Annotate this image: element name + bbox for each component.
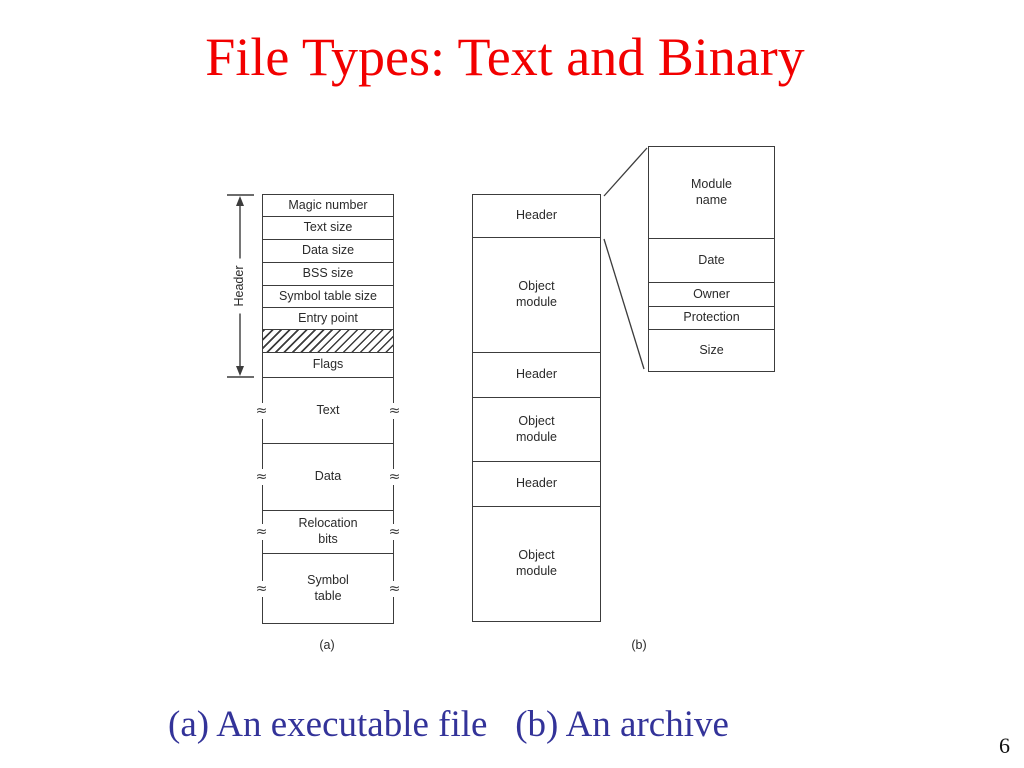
header-detail-box: Module name Date Owner Protection Size — [648, 146, 775, 372]
expansion-line-top — [603, 147, 648, 197]
figure-label-a: (a) — [319, 638, 335, 652]
section-label: Relocation bits — [298, 516, 358, 546]
detail-label: Date — [698, 252, 725, 267]
archive-label: Header — [516, 476, 557, 491]
field-label: Data size — [301, 243, 355, 258]
field-row-bss-size: BSS size — [263, 263, 393, 286]
detail-label: Owner — [693, 286, 730, 301]
detail-row-module-name: Module name — [649, 147, 774, 239]
break-mark-icon: ≈ — [254, 402, 269, 419]
detail-label: Protection — [683, 310, 740, 325]
field-row-text-size: Text size — [263, 217, 393, 240]
archive-label: Header — [516, 208, 557, 223]
break-mark-icon: ≈ — [387, 469, 402, 485]
field-label: Flags — [312, 357, 344, 372]
archive-label: Object module — [516, 548, 557, 578]
header-bracket-label: Header — [232, 258, 246, 314]
slide-title: File Types: Text and Binary — [205, 27, 805, 87]
archive-row-object-module: Object module — [473, 507, 600, 621]
field-row-magic-number: Magic number — [263, 195, 393, 217]
field-label: Magic number — [288, 197, 368, 212]
section-row-relocation-bits: ≈ Relocation bits ≈ — [254, 511, 402, 554]
archive-row-header: Header — [473, 462, 600, 507]
detail-row-owner: Owner — [649, 283, 774, 307]
page-number: 6 — [999, 733, 1010, 758]
archive-label: Object module — [516, 413, 557, 444]
archive-row-object-module: Object module — [473, 398, 600, 462]
break-mark-icon: ≈ — [387, 524, 402, 540]
field-label: Text size — [303, 220, 353, 235]
break-mark-icon: ≈ — [387, 580, 402, 597]
field-row-flags: Flags — [263, 353, 393, 378]
detail-label: Module name — [691, 176, 732, 207]
break-mark-icon: ≈ — [254, 469, 269, 485]
archive-label: Header — [516, 367, 557, 382]
field-row-symbol-table-size: Symbol table size — [263, 286, 393, 308]
field-row-entry-point: Entry point — [263, 308, 393, 330]
section-row-data: ≈ Data ≈ — [254, 444, 402, 511]
field-label: Symbol table size — [279, 288, 377, 303]
detail-row-date: Date — [649, 239, 774, 283]
section-label: Text — [316, 402, 340, 417]
archive-row-header: Header — [473, 195, 600, 238]
field-label: Entry point — [298, 310, 358, 325]
break-mark-icon: ≈ — [254, 580, 269, 597]
archive-box: Header Object module Header Object modul… — [472, 194, 601, 622]
section-label: Symbol table — [307, 572, 349, 603]
break-mark-icon: ≈ — [387, 402, 402, 419]
archive-label: Object module — [516, 279, 557, 309]
archive-row-object-module: Object module — [473, 238, 600, 353]
bracket-arrowhead-up — [236, 196, 244, 206]
detail-row-size: Size — [649, 330, 774, 371]
field-row-data-size: Data size — [263, 240, 393, 263]
figure-label-b: (b) — [631, 638, 647, 652]
section-row-symbol-table: ≈ Symbol table ≈ — [254, 554, 402, 623]
break-mark-icon: ≈ — [254, 524, 269, 540]
detail-row-protection: Protection — [649, 307, 774, 330]
field-label: BSS size — [302, 266, 354, 281]
executable-file-box: Magic number Text size Data size BSS siz… — [254, 194, 402, 624]
detail-label: Size — [699, 342, 724, 357]
section-row-text: ≈ Text ≈ — [254, 378, 402, 444]
hatched-unused-row — [263, 330, 393, 353]
slide-caption: (a) An executable file (b) An archive — [168, 704, 729, 745]
archive-row-header: Header — [473, 353, 600, 398]
expansion-line-bottom — [603, 238, 645, 370]
bracket-arrowhead-down — [236, 366, 244, 376]
section-label: Data — [314, 469, 342, 484]
